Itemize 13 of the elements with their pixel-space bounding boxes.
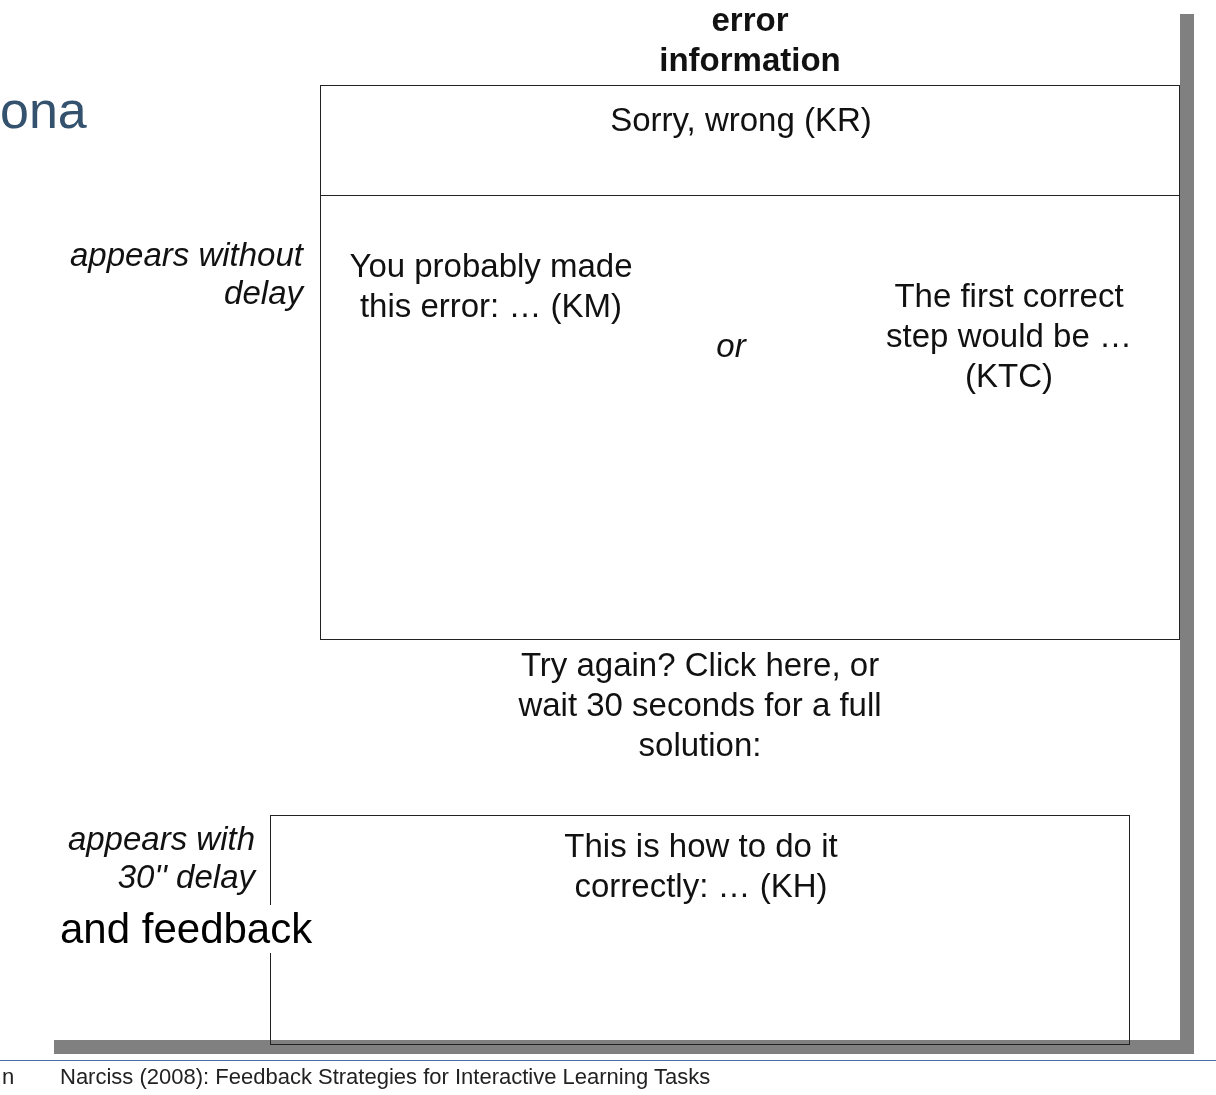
timing-note: appears with 30'' delay <box>66 820 255 896</box>
heading-text: Try again? Click here, or wait 30 seconds for a full solution: <box>517 645 883 765</box>
result-text: Sorry, wrong (KR) <box>609 100 873 140</box>
heading-text: error information <box>658 0 842 80</box>
solution-text: This is how to do it correctly: … (KH) <box>563 826 839 906</box>
citation-text: Narciss (2008): Feedback Strategies for Interactive Learning Tasks <box>60 1064 711 1090</box>
first-step-text: The first correct step would be … (KTC) <box>885 276 1133 396</box>
timing-note: appears without delay <box>69 236 303 312</box>
title-fragment: ona <box>0 80 87 140</box>
error-hint-text: You probably made this error: … (KM) <box>348 246 634 326</box>
or-text: or <box>715 326 748 366</box>
slide-text: and feedback <box>60 905 313 953</box>
footer-fragment: n <box>2 1064 15 1090</box>
